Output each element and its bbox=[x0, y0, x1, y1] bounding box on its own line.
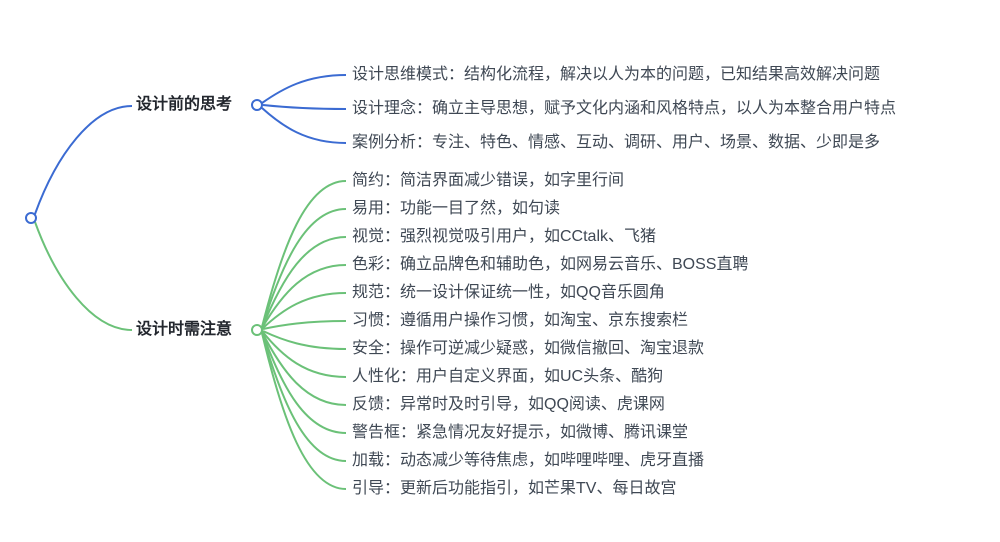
child-topic-attention-4[interactable]: 规范：统一设计保证统一性，如QQ音乐圆角 bbox=[352, 284, 665, 301]
child-topic-attention-8[interactable]: 反馈：异常时及时引导，如QQ阅读、虎课网 bbox=[352, 396, 665, 413]
connector-root-think bbox=[34, 105, 133, 215]
connector-attention-child-10 bbox=[261, 332, 347, 462]
connector-think-child-1 bbox=[262, 104, 347, 110]
connector-attention-child-9 bbox=[261, 331, 347, 434]
connector-attention-child-2 bbox=[261, 236, 347, 329]
collapse-node-attention[interactable] bbox=[251, 324, 263, 336]
collapse-node-think[interactable] bbox=[251, 99, 263, 111]
child-topic-attention-2[interactable]: 视觉：强烈视觉吸引用户，如CCtalk、飞猪 bbox=[352, 228, 657, 245]
connector-think-child-0 bbox=[261, 74, 347, 104]
child-topic-attention-3[interactable]: 色彩：确立品牌色和辅助色，如网易云音乐、BOSS直聘 bbox=[352, 256, 749, 273]
connector-attention-child-4 bbox=[261, 292, 347, 330]
branch-topic-attention[interactable]: 设计时需注意 bbox=[136, 321, 233, 338]
connector-attention-child-3 bbox=[261, 264, 347, 329]
child-topic-attention-11[interactable]: 引导：更新后功能指引，如芒果TV、每日故宫 bbox=[352, 480, 677, 497]
child-topic-attention-9[interactable]: 警告框：紧急情况友好提示，如微博、腾讯课堂 bbox=[352, 424, 689, 441]
branch-topic-think[interactable]: 设计前的思考 bbox=[136, 96, 233, 113]
connector-root-attention bbox=[34, 221, 133, 331]
child-topic-think-1[interactable]: 设计理念：确立主导思想，赋予文化内涵和风格特点，以人为本整合用户特点 bbox=[352, 100, 897, 117]
connector-attention-child-6 bbox=[262, 330, 347, 350]
child-topic-attention-10[interactable]: 加载：动态减少等待焦虑，如哔哩哔哩、虎牙直播 bbox=[352, 452, 705, 469]
connector-attention-child-0 bbox=[261, 180, 347, 328]
connector-attention-child-1 bbox=[261, 208, 347, 328]
connector-attention-child-8 bbox=[261, 331, 347, 406]
child-topic-think-0[interactable]: 设计思维模式：结构化流程，解决以人为本的问题，已知结果高效解决问题 bbox=[352, 66, 881, 83]
child-topic-attention-6[interactable]: 安全：操作可逆减少疑惑，如微信撤回、淘宝退款 bbox=[352, 340, 705, 357]
child-topic-attention-0[interactable]: 简约：简洁界面减少错误，如字里行间 bbox=[352, 172, 625, 189]
connector-attention-child-7 bbox=[261, 330, 347, 378]
connector-think-child-2 bbox=[261, 107, 347, 144]
child-topic-attention-7[interactable]: 人性化：用户自定义界面，如UC头条、酷狗 bbox=[352, 368, 664, 385]
child-topic-attention-1[interactable]: 易用：功能一目了然，如句读 bbox=[352, 200, 561, 217]
child-topic-attention-5[interactable]: 习惯：遵循用户操作习惯，如淘宝、京东搜索栏 bbox=[352, 312, 689, 329]
connector-attention-child-5 bbox=[262, 320, 347, 330]
connector-attention-child-11 bbox=[261, 332, 347, 490]
child-topic-think-2[interactable]: 案例分析：专注、特色、情感、互动、调研、用户、场景、数据、少即是多 bbox=[352, 134, 881, 151]
root-node[interactable] bbox=[25, 212, 37, 224]
